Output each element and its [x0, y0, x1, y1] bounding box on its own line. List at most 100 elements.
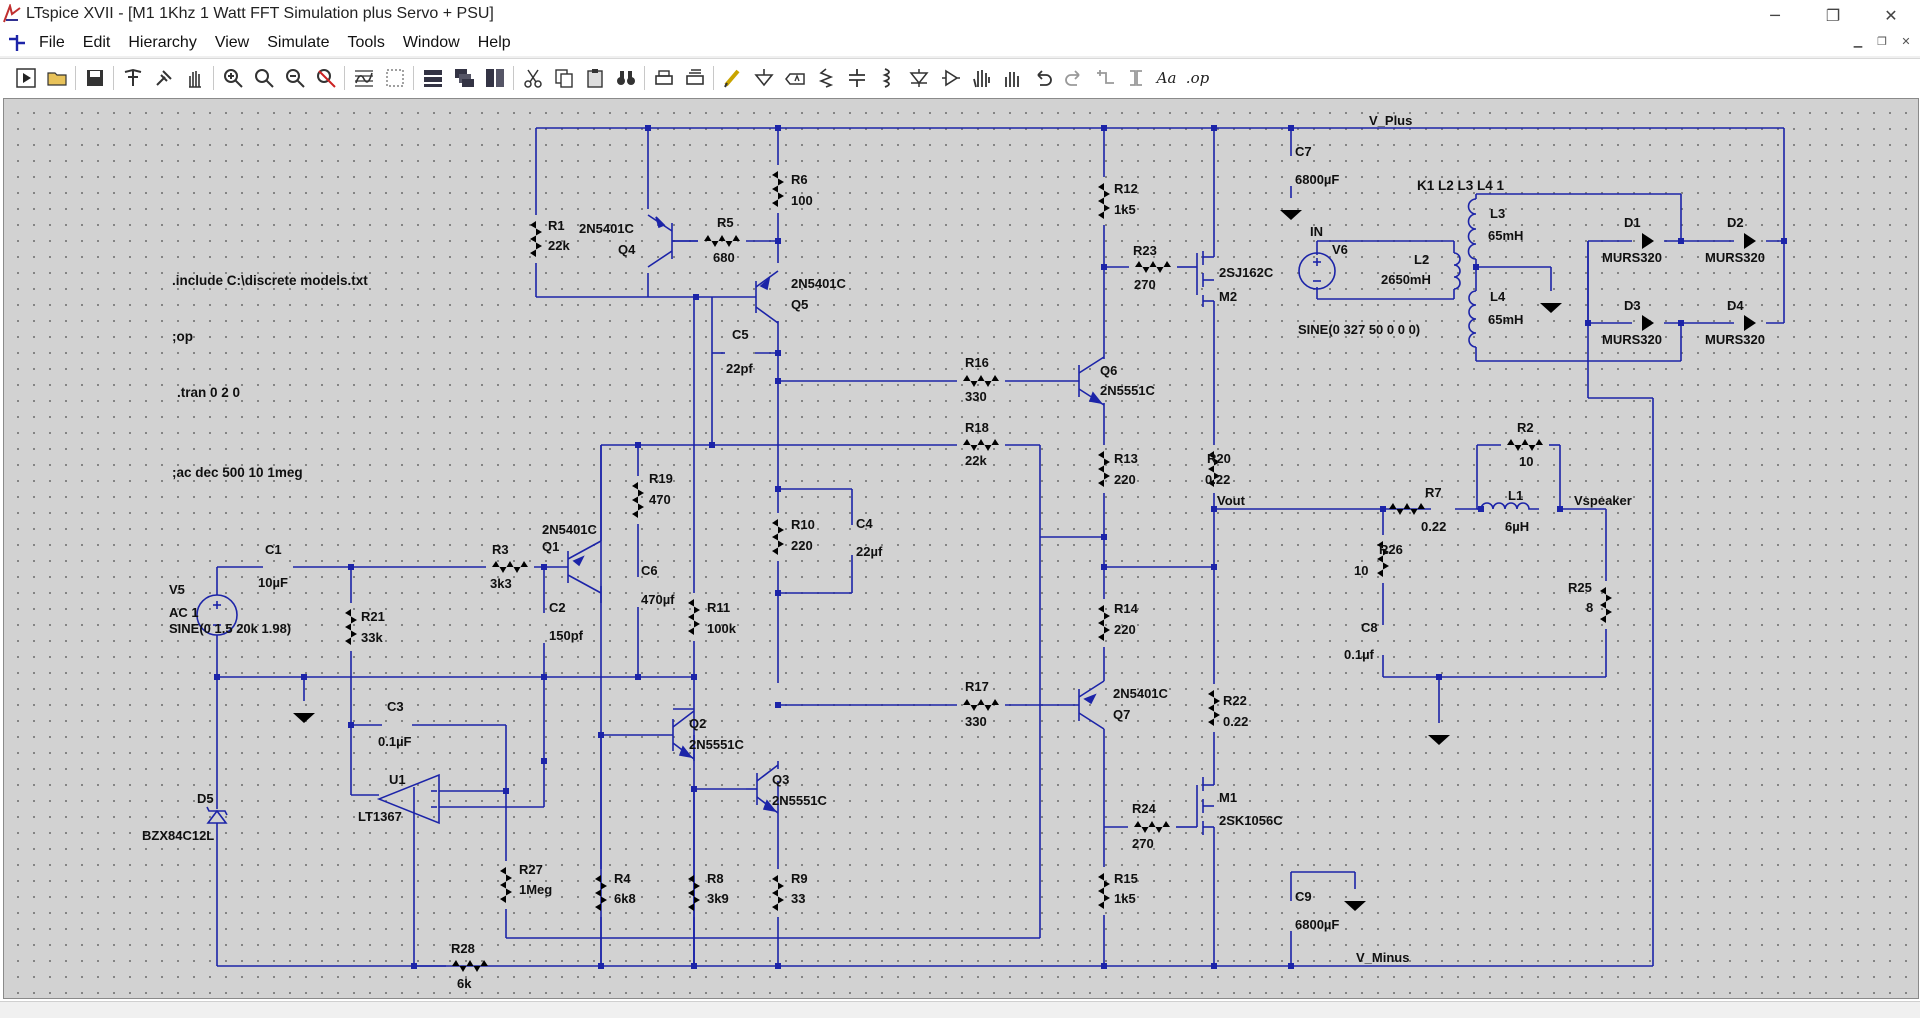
label-m2-name: M2: [1219, 289, 1237, 304]
save-icon[interactable]: [81, 64, 108, 92]
diode-symbols[interactable]: [206, 233, 1766, 829]
label-net-icon[interactable]: [781, 64, 808, 92]
label-c1-value: 10µF: [258, 575, 288, 590]
waveform-icon[interactable]: [350, 64, 377, 92]
control-panel-icon[interactable]: [119, 64, 146, 92]
tile-horizontal-icon[interactable]: [419, 64, 446, 92]
schematic-canvas[interactable]: .include C:\discrete models.txt ;op .tra…: [3, 98, 1919, 999]
redo-icon[interactable]: [1060, 64, 1087, 92]
schematic-doc-icon[interactable]: [6, 33, 28, 53]
restore-button[interactable]: ❐: [1825, 5, 1841, 25]
label-r19-name: R19: [649, 471, 673, 486]
text-tool-icon[interactable]: Aa: [1156, 69, 1177, 87]
doc-close-button[interactable]: ✕: [1901, 34, 1911, 48]
label-r8-name: R8: [707, 871, 724, 886]
label-c7-value: 6800µF: [1295, 172, 1339, 187]
opamp-u1[interactable]: [376, 773, 440, 825]
menu-window[interactable]: Window: [402, 34, 460, 51]
label-c5-name: C5: [732, 327, 749, 342]
run-icon[interactable]: [12, 64, 39, 92]
schematic-drawing[interactable]: .include C:\discrete models.txt ;op .tra…: [4, 99, 1918, 998]
label-l4-value: 65mH: [1488, 312, 1523, 327]
minimize-button[interactable]: ─: [1770, 5, 1780, 25]
close-button[interactable]: ✕: [1884, 5, 1898, 25]
net-label-vspeaker: Vspeaker: [1574, 493, 1632, 508]
ground-icon: [1428, 723, 1450, 745]
mosfet-m2: [1188, 251, 1215, 311]
drag-hand-icon[interactable]: [998, 64, 1025, 92]
menu-simulate[interactable]: Simulate: [267, 34, 330, 51]
net-label-in: IN: [1310, 224, 1323, 239]
ground-icon: [1280, 198, 1302, 220]
run-probe-icon[interactable]: [150, 64, 177, 92]
menu-hierarchy[interactable]: Hierarchy: [128, 34, 197, 51]
toolbar-separator: [644, 66, 645, 90]
inductor-symbols[interactable]: [1453, 198, 1539, 510]
label-c5-value: 22pf: [726, 361, 753, 376]
label-v6-value: SINE(0 327 50 0 0 0): [1298, 322, 1420, 337]
menu-tools[interactable]: Tools: [347, 34, 385, 51]
find-icon[interactable]: [612, 64, 639, 92]
spice-directive-icon[interactable]: .op: [1185, 69, 1210, 87]
tile-vertical-icon[interactable]: [481, 64, 508, 92]
transistor-q2: [644, 710, 695, 760]
label-r21-value: 33k: [361, 630, 383, 645]
label-c8-name: C8: [1361, 620, 1378, 635]
label-d4-model: MURS320: [1705, 332, 1765, 347]
label-l3-name: L3: [1490, 206, 1505, 221]
doc-restore-button[interactable]: ❐: [1877, 34, 1887, 48]
grid-toggle-icon[interactable]: [381, 64, 408, 92]
doc-minimize-button[interactable]: ▁: [1853, 34, 1863, 48]
rotate-icon[interactable]: [1091, 64, 1118, 92]
label-r4-value: 6k8: [614, 891, 636, 906]
zoom-in-icon[interactable]: [219, 64, 246, 92]
label-r26-name: R26: [1379, 542, 1403, 557]
print-icon[interactable]: [650, 64, 677, 92]
move-hand-icon[interactable]: [967, 64, 994, 92]
menu-edit[interactable]: Edit: [82, 34, 111, 51]
zoom-out-icon[interactable]: [281, 64, 308, 92]
draw-wire-icon[interactable]: [719, 64, 746, 92]
label-v6-name: V6: [1332, 242, 1348, 257]
label-r10-name: R10: [791, 517, 815, 532]
label-r28-value: 6k: [457, 976, 472, 991]
toolbar: Aa .op: [0, 58, 1920, 98]
open-folder-icon[interactable]: [43, 64, 70, 92]
paste-icon[interactable]: [581, 64, 608, 92]
print-setup-icon[interactable]: [681, 64, 708, 92]
menu-file[interactable]: File: [39, 34, 65, 51]
ground-symbols: [293, 198, 1562, 911]
label-r27-value: 1Meg: [519, 882, 552, 897]
resistor-r27: [500, 861, 512, 909]
inductor-icon[interactable]: [874, 64, 901, 92]
label-u1-name: U1: [389, 772, 406, 787]
label-r9-name: R9: [791, 871, 808, 886]
transistor-symbols[interactable]: [567, 214, 1215, 835]
menu-view[interactable]: View: [214, 34, 250, 51]
menu-help[interactable]: Help: [477, 34, 511, 51]
cut-icon[interactable]: [519, 64, 546, 92]
net-label-vout: Vout: [1217, 493, 1246, 508]
voltage-source-v5[interactable]: [196, 594, 238, 636]
cascade-icon[interactable]: [450, 64, 477, 92]
ground-icon[interactable]: [750, 64, 777, 92]
zoom-pan-icon[interactable]: [250, 64, 277, 92]
ground-icon: [293, 701, 315, 723]
resistor-icon[interactable]: [812, 64, 839, 92]
label-d3-model: MURS320: [1602, 332, 1662, 347]
component-icon[interactable]: [936, 64, 963, 92]
diode-icon[interactable]: [905, 64, 932, 92]
label-r1-value: 22k: [548, 238, 570, 253]
label-r5-name: R5: [717, 215, 734, 230]
ltspice-app-icon: [3, 4, 21, 23]
capacitor-icon[interactable]: [843, 64, 870, 92]
spice-directives[interactable]: .include C:\discrete models.txt ;op .tra…: [172, 178, 1505, 480]
zoom-fit-icon[interactable]: [312, 64, 339, 92]
voltage-source-v6[interactable]: [1298, 252, 1336, 290]
mirror-icon[interactable]: [1122, 64, 1149, 92]
resistor-r24: [1128, 821, 1176, 833]
copy-icon[interactable]: [550, 64, 577, 92]
pan-hand-icon[interactable]: [181, 64, 208, 92]
undo-icon[interactable]: [1029, 64, 1056, 92]
label-m2-model: 2SJ162C: [1219, 265, 1274, 280]
